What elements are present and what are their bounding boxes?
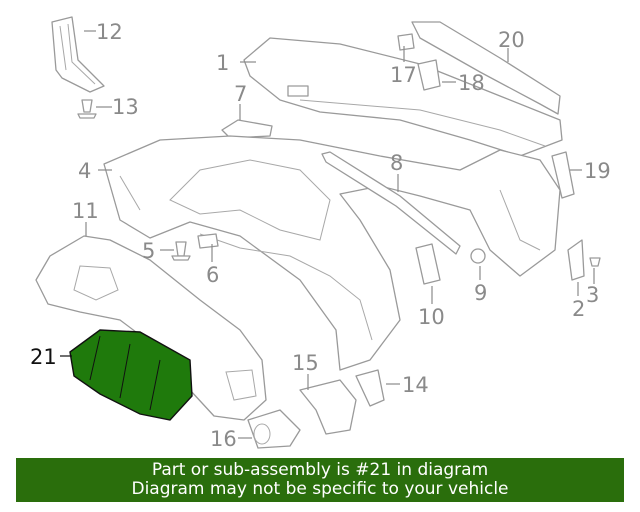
part-1-upper-cover[interactable] — [243, 37, 563, 157]
callout-9: 9 — [474, 281, 487, 305]
part-6[interactable] — [197, 233, 219, 249]
part-5[interactable] — [171, 241, 191, 261]
callout-12: 12 — [96, 20, 123, 44]
part-9[interactable] — [470, 248, 486, 264]
callout-2: 2 — [572, 297, 585, 321]
part-18[interactable] — [417, 59, 441, 91]
part-16[interactable] — [247, 409, 301, 449]
callout-16: 16 — [210, 427, 237, 451]
callout-17: 17 — [390, 63, 417, 87]
callout-19: 19 — [584, 159, 611, 183]
part-11-lower-panel[interactable] — [35, 235, 267, 421]
callout-5: 5 — [142, 239, 155, 263]
callout-21: 21 — [30, 345, 57, 369]
leader-lines — [60, 30, 595, 439]
callout-8: 8 — [390, 151, 403, 175]
callout-20: 20 — [498, 28, 525, 52]
callout-13: 13 — [112, 95, 139, 119]
banner-line-1: Part or sub-assembly is #21 in diagram — [151, 460, 489, 480]
banner-line-2: Diagram may not be specific to your vehi… — [131, 479, 509, 499]
part-20-molding[interactable] — [411, 21, 561, 115]
callout-labels: 12 13 1 7 17 18 20 4 8 19 11 5 6 9 2 3 1… — [30, 20, 611, 451]
callout-10: 10 — [418, 305, 445, 329]
callout-18: 18 — [458, 71, 485, 95]
part-3[interactable] — [589, 257, 601, 267]
callout-6: 6 — [206, 263, 219, 287]
part-10[interactable] — [415, 243, 441, 285]
callout-14: 14 — [402, 373, 429, 397]
callout-7: 7 — [234, 82, 247, 106]
info-banner: Part or sub-assembly is #21 in diagram D… — [16, 458, 624, 502]
callout-1: 1 — [216, 51, 229, 75]
part-21-highlighted[interactable] — [69, 329, 193, 421]
part-17[interactable] — [397, 33, 415, 51]
part-13-clip[interactable] — [77, 99, 97, 119]
callout-4: 4 — [78, 159, 91, 183]
part-19[interactable] — [551, 151, 575, 199]
callout-15: 15 — [292, 351, 319, 375]
part-12-bracket[interactable] — [51, 16, 105, 93]
part-7-trim[interactable] — [221, 119, 273, 139]
callout-3: 3 — [586, 283, 599, 307]
part-2[interactable] — [567, 239, 585, 281]
part-15[interactable] — [299, 379, 357, 435]
part-14[interactable] — [355, 369, 385, 407]
part-8-strip[interactable] — [321, 151, 461, 255]
callout-11: 11 — [72, 199, 99, 223]
part-4-bumper[interactable] — [103, 135, 561, 371]
